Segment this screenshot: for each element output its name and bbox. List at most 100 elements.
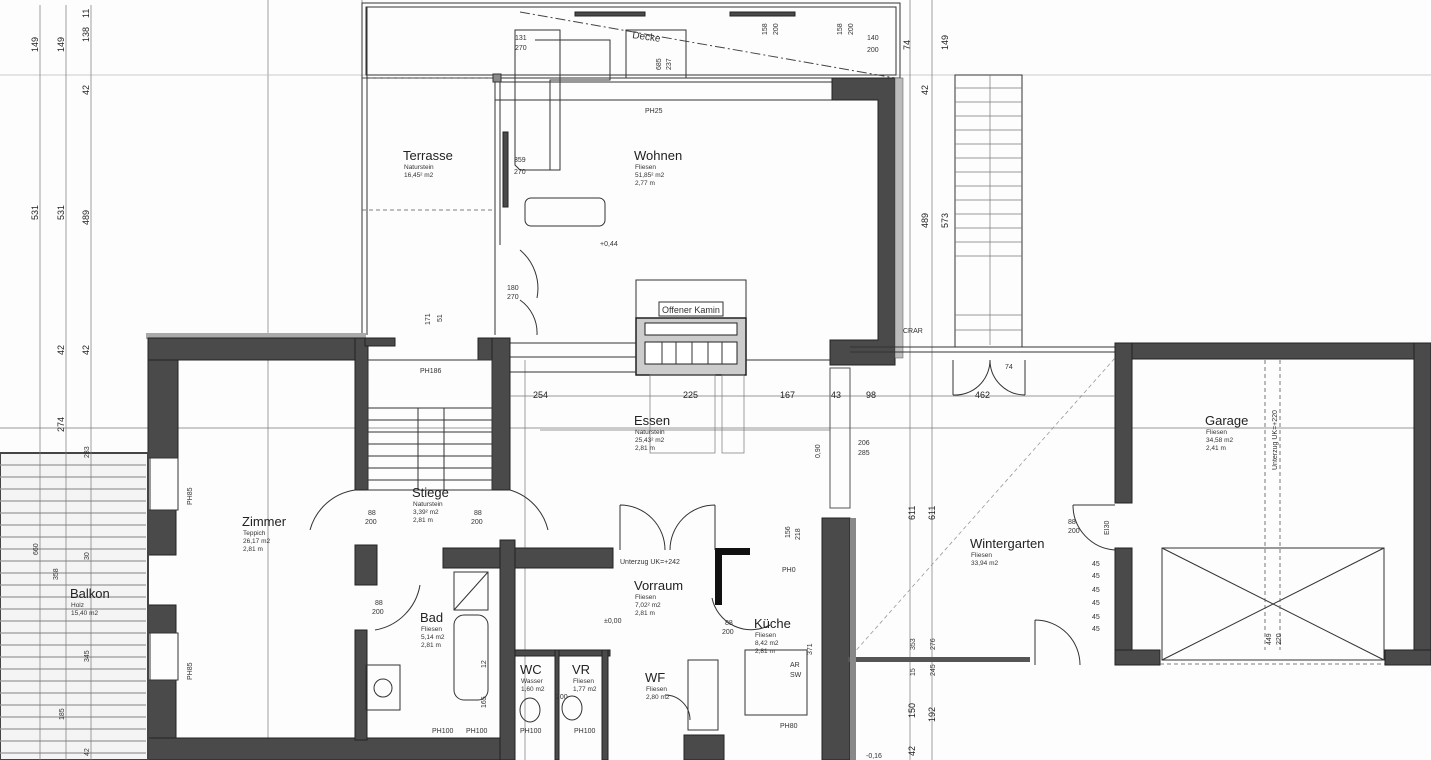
staircase — [309, 359, 549, 531]
room-height: 2,81 m — [755, 648, 775, 655]
dimension: 611 — [927, 506, 937, 520]
room-name: Zimmer — [242, 514, 287, 529]
opening-dimension: 131 — [515, 35, 527, 42]
room-name: Wohnen — [634, 148, 682, 163]
dimension: 462 — [975, 390, 990, 400]
beam-note: Unterzug UK=+242 — [620, 559, 680, 566]
opening-dimension: 88 — [368, 510, 376, 517]
room-area: 26,17 m2 — [243, 538, 270, 545]
doors — [619, 359, 1116, 721]
dimension: 42 — [907, 746, 917, 756]
room-area: 16,45² m2 — [404, 172, 434, 179]
parapet-height: PH25 — [645, 108, 663, 115]
opening-dimension: 200 — [372, 609, 384, 616]
parapet-height: PH100 — [520, 728, 542, 735]
parapet-height: PH100 — [432, 728, 454, 735]
dimension: 225 — [683, 390, 698, 400]
parapet-height: PH100 — [466, 728, 488, 735]
fire-rating: EI30 — [1104, 520, 1111, 535]
room-area: 25,43² m2 — [635, 437, 665, 444]
opening-dimension: 158 — [837, 23, 844, 35]
dimension: 15 — [910, 668, 917, 676]
room-area: 1,77 m2 — [573, 686, 597, 693]
dimension: 345 — [84, 650, 91, 662]
room-name: VR — [572, 662, 590, 677]
room-floor: Fliesen — [646, 686, 667, 693]
dimension: 358 — [53, 568, 60, 580]
opening-dimension: 270 — [515, 45, 527, 52]
opening-dimension: 206 — [858, 440, 870, 447]
opening-dimension: 156 — [785, 526, 792, 538]
dimension: 660 — [33, 543, 40, 555]
opening-dimension: 685 — [656, 58, 663, 70]
level-mark: ±0,00 — [604, 618, 622, 625]
parapet-height: PH0 — [782, 567, 796, 574]
garage-walls — [848, 342, 1431, 760]
opening-dimension: 270 — [514, 169, 526, 176]
room-name: WC — [520, 662, 542, 677]
dimension: 276 — [930, 638, 937, 650]
room-name: Essen — [634, 413, 670, 428]
opening-dimension: 200 — [867, 47, 879, 54]
room-area: 8,42 m2 — [755, 640, 779, 647]
level-mark: +0,44 — [600, 241, 618, 248]
dimension: 149 — [30, 37, 40, 52]
dimension: 42 — [920, 85, 930, 95]
opening-dimension: 45 — [1092, 561, 1100, 568]
dimension-labels: 254 225 167 43 98 462 149 531 149 531 42… — [30, 9, 1283, 756]
opening-dimension: 45 — [1092, 626, 1100, 633]
opening-dimension: 88 — [375, 600, 383, 607]
dimension: 531 — [56, 205, 66, 220]
room-area: 15,40 m2 — [71, 610, 98, 617]
room-floor: Fliesen — [421, 626, 442, 633]
dimension: 150 — [907, 703, 917, 718]
opening-dimension: 45 — [1092, 600, 1100, 607]
level-mark: -0,16 — [866, 753, 882, 760]
annotations: Decke PH25 PH186 PH85 PH85 PH0 PH80 PH10… — [187, 30, 1279, 760]
opening-dimension: 165 — [481, 696, 488, 708]
dimension: 185 — [59, 708, 66, 720]
dimension: 192 — [927, 707, 937, 722]
opening-dimension: 12 — [481, 660, 488, 668]
room-height: 2,81 m — [635, 610, 655, 617]
room-floor: Fliesen — [755, 632, 776, 639]
opening-dimension: 220 — [1276, 633, 1283, 645]
room-floor: Fliesen — [971, 552, 992, 559]
opening-dimension: 200 — [1068, 528, 1080, 535]
fireplace-label: Offener Kamin — [662, 305, 720, 315]
room-floor: Naturstein — [635, 429, 665, 436]
terrasse-area — [361, 2, 901, 335]
room-area: 5,14 m2 — [421, 634, 445, 641]
dimension: 254 — [533, 390, 548, 400]
room-name: WF — [645, 670, 665, 685]
room-floor: Naturstein — [413, 501, 443, 508]
room-height: 2,41 m — [1206, 445, 1226, 452]
dimension: 489 — [920, 213, 930, 228]
dimension: 611 — [907, 506, 917, 520]
dimension: 74 — [902, 40, 912, 50]
ceiling-note: Decke — [632, 30, 662, 45]
opening-dimension: 88 — [474, 510, 482, 517]
room-name: Küche — [754, 616, 791, 631]
exterior-stairs — [850, 74, 1118, 353]
dimension: 98 — [866, 390, 876, 400]
room-floor: Fliesen — [635, 594, 656, 601]
room-name: Vorraum — [634, 578, 683, 593]
opening-dimension: 0,90 — [815, 444, 822, 458]
dimension: 167 — [780, 390, 795, 400]
opening-dimension: 140 — [867, 35, 879, 42]
dimension: 149 — [56, 37, 66, 52]
opening-dimension: 51 — [437, 314, 444, 322]
room-name: Balkon — [70, 586, 110, 601]
room-area: 2,80 m2 — [646, 694, 670, 701]
dimension: 573 — [940, 213, 950, 228]
dimension: 274 — [56, 417, 66, 432]
